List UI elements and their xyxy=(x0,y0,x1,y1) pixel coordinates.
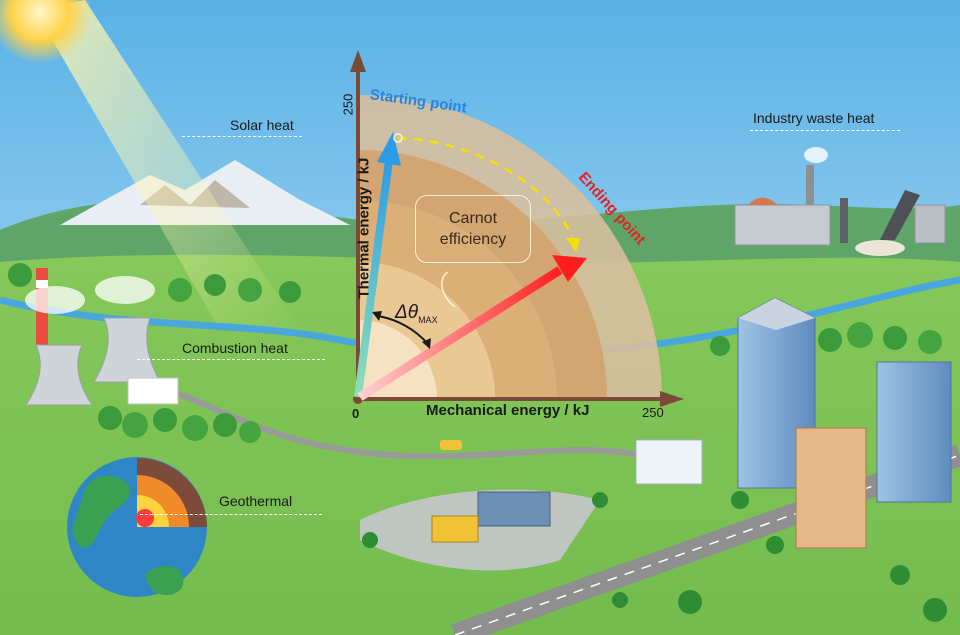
plant-building xyxy=(127,377,179,405)
geothermal-label: Geothermal xyxy=(219,493,293,509)
combustion-leader-line xyxy=(137,359,325,360)
warehouse xyxy=(914,204,946,244)
smoke-cloud xyxy=(804,147,828,163)
angle-arc xyxy=(377,315,429,345)
start-vector xyxy=(354,159,393,398)
chimney-stripe xyxy=(36,280,48,288)
geothermal-leader-line xyxy=(140,514,322,515)
smoke-cloud xyxy=(25,286,85,314)
combustion-heat-label: Combustion heat xyxy=(182,340,288,356)
factory-dome xyxy=(748,197,778,205)
storage-tanks xyxy=(855,240,905,256)
earth-inner-core xyxy=(136,509,154,527)
forest-left xyxy=(8,263,301,443)
derrick-icon xyxy=(840,198,848,243)
trajectory-arrow-icon xyxy=(566,238,580,252)
start-marker xyxy=(393,133,403,143)
delta-theta-label: ΔθMAX xyxy=(395,302,438,325)
country-road xyxy=(149,382,641,460)
x-axis-label: Mechanical energy / kJ xyxy=(426,402,590,419)
smoke-cloud xyxy=(95,276,155,304)
glass-tower-icon xyxy=(876,361,952,503)
end-vector xyxy=(357,266,563,401)
origin-label: 0 xyxy=(352,406,360,421)
crane-icon xyxy=(880,190,920,240)
delta-theta-subscript: MAX xyxy=(418,314,438,325)
solar-leader-line xyxy=(182,136,302,137)
truck-icon xyxy=(440,440,462,450)
industry-waste-heat-label: Industry waste heat xyxy=(753,110,875,126)
shed xyxy=(431,515,479,543)
y-max-label: 250 xyxy=(340,93,356,116)
continent xyxy=(72,475,131,548)
y-axis-label: Thermal energy / kJ xyxy=(355,157,373,299)
x-axis-arrow-icon xyxy=(660,391,684,407)
office-building xyxy=(635,439,703,485)
warehouse-building xyxy=(477,491,551,527)
delta-theta-symbol: Δθ xyxy=(395,302,419,323)
efficiency-text-line1: Carnot xyxy=(448,210,498,227)
tower-roof xyxy=(738,298,815,330)
continent xyxy=(145,566,184,596)
y-axis-arrow-icon xyxy=(350,50,366,72)
efficiency-text-line2: efficiency xyxy=(439,231,507,248)
angle-arrow-icon xyxy=(372,311,382,321)
carnot-efficiency-bubble: Carnot efficiency xyxy=(415,195,531,263)
bubble-pointer xyxy=(441,271,456,308)
industry-chimney xyxy=(806,165,814,235)
energy-chart xyxy=(350,50,684,407)
forest-right xyxy=(362,322,947,622)
x-max-label: 250 xyxy=(642,405,664,420)
cooling-tower-icon xyxy=(25,344,93,406)
angle-arrow-icon xyxy=(422,338,431,349)
end-arrowhead-icon xyxy=(552,255,587,282)
city-road xyxy=(451,444,960,635)
solar-heat-label: Solar heat xyxy=(230,117,294,133)
sun-beam xyxy=(35,0,300,330)
chart-ring-inner xyxy=(358,320,437,399)
apartment-building-icon xyxy=(795,427,867,549)
factory-icon xyxy=(734,204,831,246)
sun-icon xyxy=(0,0,92,64)
industry-leader-line xyxy=(750,130,900,131)
